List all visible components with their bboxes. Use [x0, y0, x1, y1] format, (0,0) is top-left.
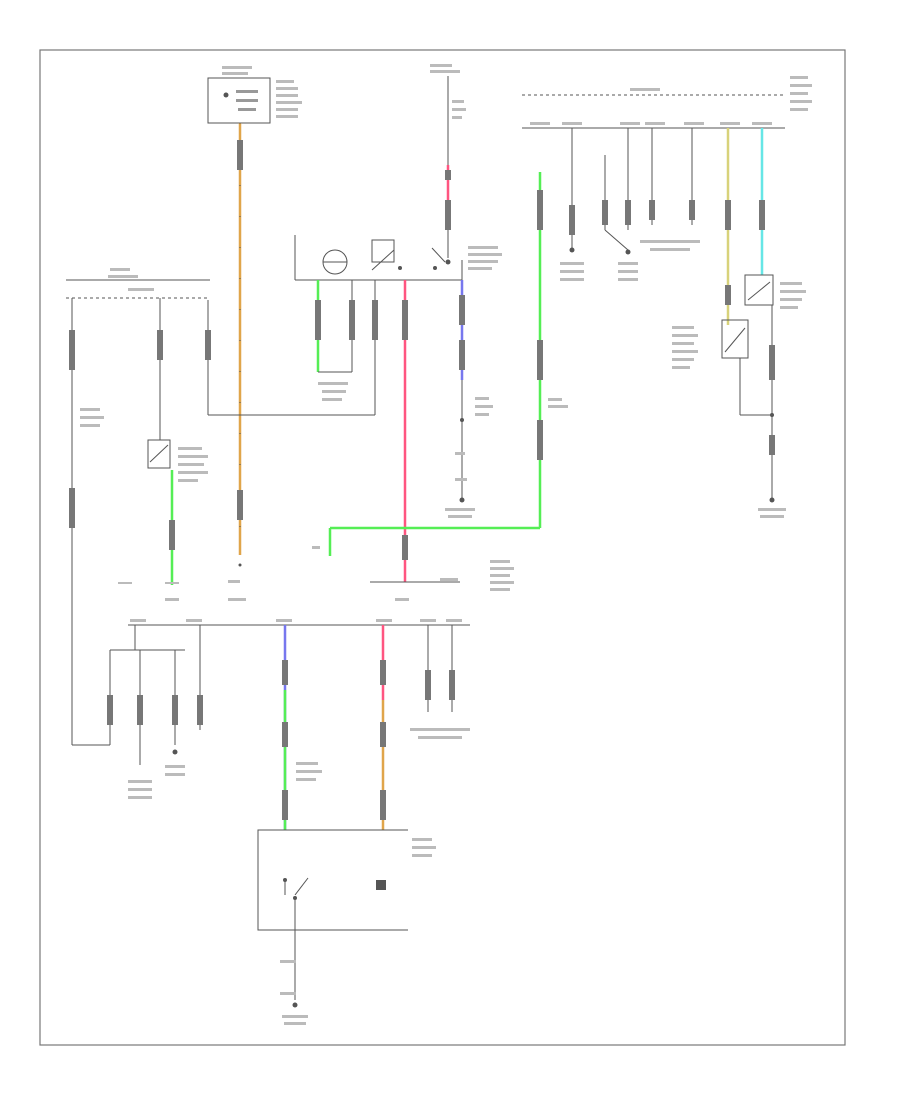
lower-bus — [72, 619, 470, 830]
motor-sub-box — [315, 280, 355, 401]
relay-module-center — [294, 235, 502, 281]
switch-box-bottom — [257, 829, 436, 1025]
right-drops — [560, 128, 765, 325]
wire-blue-center — [445, 280, 493, 518]
connector-bus-left — [66, 268, 211, 745]
switch-assembly-right — [672, 274, 806, 518]
wire-pink-center — [402, 280, 408, 582]
diagram-border — [39, 49, 846, 1046]
relay-left — [147, 439, 208, 585]
fuse-top-center — [430, 64, 466, 265]
connector-bus-top-right — [522, 76, 812, 129]
fuse-box-top — [207, 66, 302, 124]
wire-green-center — [328, 172, 568, 556]
wire-orange-main — [237, 123, 243, 567]
middle-connector-row — [118, 546, 514, 601]
